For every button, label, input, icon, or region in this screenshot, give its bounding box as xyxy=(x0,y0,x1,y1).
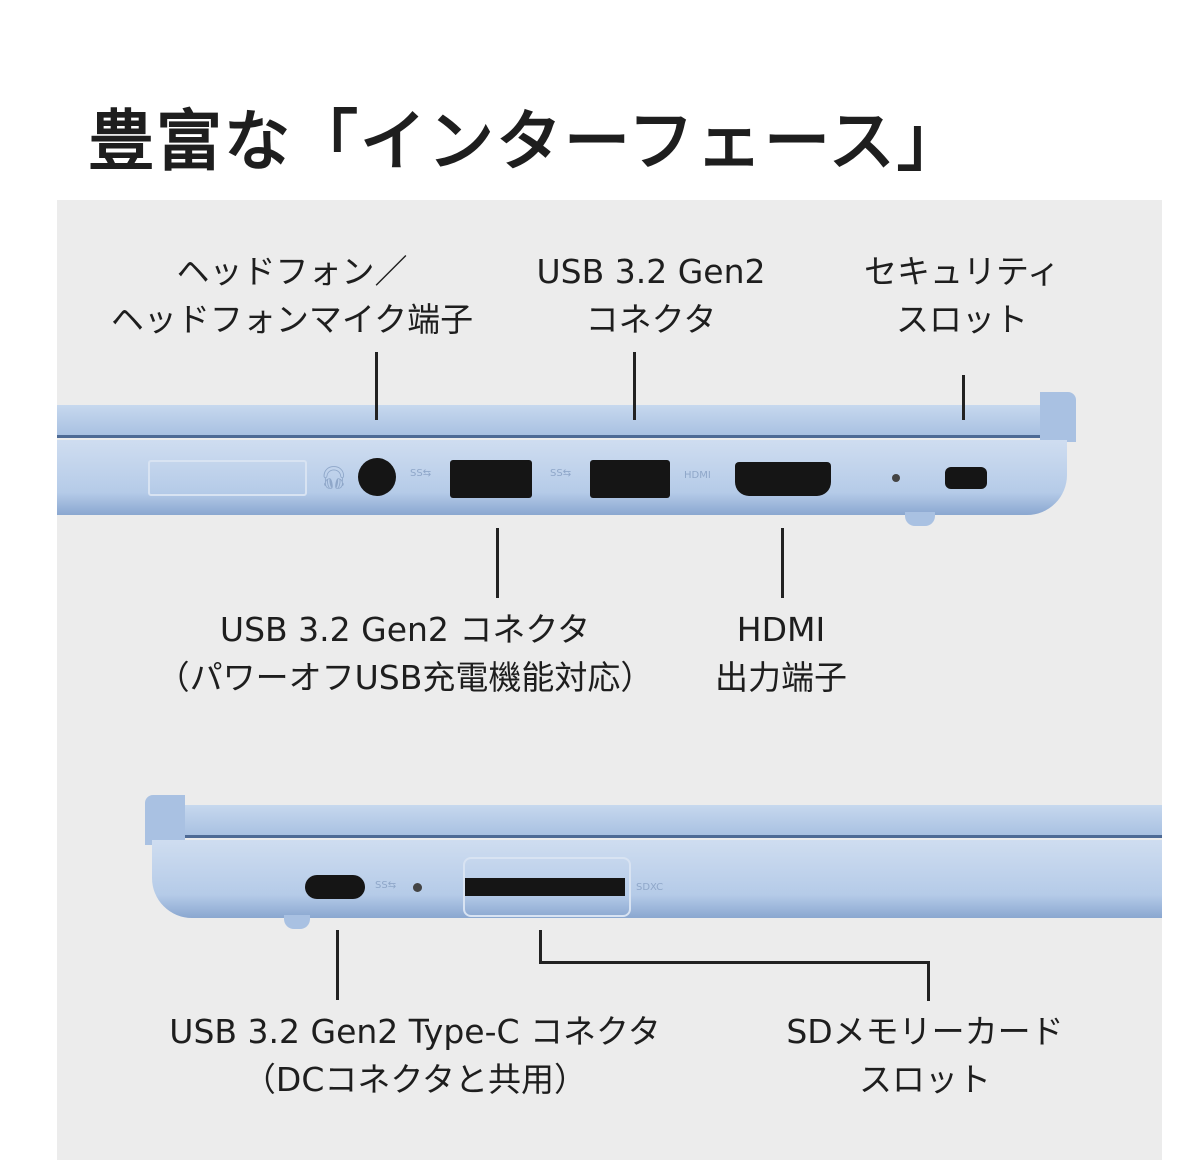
leader-line xyxy=(375,352,378,420)
vent xyxy=(148,460,307,496)
hinge xyxy=(1040,392,1076,442)
laptop-lid xyxy=(57,405,1057,438)
led-indicator xyxy=(892,474,900,482)
security-slot xyxy=(945,467,987,489)
label-security-slot: セキュリティスロット xyxy=(864,248,1060,344)
hdmi-mark: HDMI xyxy=(684,470,711,481)
label-line: SDメモリーカード xyxy=(786,1012,1064,1051)
label-line: （DCコネクタと共用） xyxy=(242,1060,588,1099)
usb-c-port xyxy=(305,875,365,899)
label-line: セキュリティ xyxy=(863,252,1061,291)
label-line: USB 3.2 Gen2 Type-C コネクタ xyxy=(169,1012,661,1051)
foot xyxy=(905,512,935,526)
headphone-icon: 🎧︎ xyxy=(320,466,348,491)
label-hdmi: HDMI 出力端子 xyxy=(715,606,847,702)
laptop-body xyxy=(152,840,1162,918)
label-headphone-jack: ヘッドフォン／ ヘッドフォンマイク端子 xyxy=(111,248,473,344)
label-line: スロット xyxy=(858,1060,991,1099)
usb-a-port-1 xyxy=(450,460,532,498)
audio-jack xyxy=(358,458,396,496)
label-line: USB 3.2 Gen2 コネクタ xyxy=(219,610,591,649)
label-usb-bottom: USB 3.2 Gen2 コネクタ （パワーオフUSB充電機能対応） xyxy=(157,606,654,702)
led-indicator xyxy=(413,883,422,892)
label-line: 出力端子 xyxy=(715,658,847,697)
leader-line xyxy=(633,352,636,420)
page-title: 豊富な「インターフェース」 xyxy=(88,103,965,180)
ss-mark: SS⇆ xyxy=(375,880,397,891)
ss-mark: SS⇆ xyxy=(410,468,432,479)
leader-line xyxy=(927,961,930,1001)
label-sd-card-slot: SDメモリーカードスロット xyxy=(786,1008,1063,1104)
label-line: コネクタ xyxy=(585,300,717,339)
label-usb-top: USB 3.2 Gen2 コネクタ xyxy=(537,248,766,344)
image-panel xyxy=(57,200,1162,1160)
leader-line xyxy=(962,375,965,420)
leader-line xyxy=(336,930,339,1000)
label-line: ヘッドフォンマイク端子 xyxy=(110,300,474,339)
label-usb-type-c: USB 3.2 Gen2 Type-C コネクタ （DCコネクタと共用） xyxy=(169,1008,660,1104)
leader-line xyxy=(496,528,499,598)
label-line: USB 3.2 Gen2 xyxy=(536,252,766,291)
hdmi-port xyxy=(735,462,831,496)
usb-a-port-2 xyxy=(590,460,670,498)
leader-line xyxy=(539,930,542,964)
hinge xyxy=(145,795,185,845)
laptop-lid xyxy=(160,805,1162,838)
sdxc-mark: SDXC xyxy=(636,882,664,893)
ss-mark: SS⇆ xyxy=(550,468,572,479)
sd-recess xyxy=(463,857,631,917)
leader-line xyxy=(781,528,784,598)
label-line: HDMI xyxy=(736,610,826,649)
label-line: ヘッドフォン／ xyxy=(176,252,408,291)
foot xyxy=(284,915,310,929)
label-line: （パワーオフUSB充電機能対応） xyxy=(156,658,654,697)
leader-line xyxy=(539,961,930,964)
label-line: スロット xyxy=(896,300,1028,339)
sd-card-slot xyxy=(465,878,625,896)
